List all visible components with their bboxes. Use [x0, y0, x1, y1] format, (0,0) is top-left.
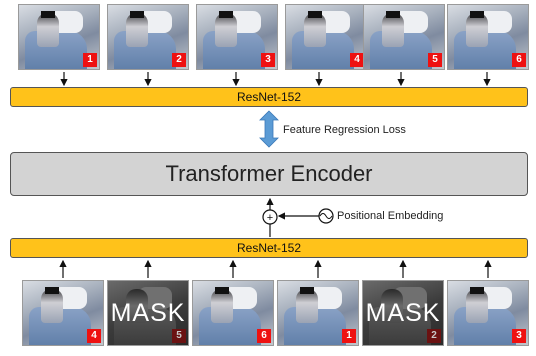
frame-number-badge: 2 [172, 53, 186, 67]
mask-label: MASK [365, 299, 441, 327]
frame-number-badge: 4 [350, 53, 364, 67]
frame-number-badge: 6 [512, 53, 526, 67]
positional-embedding-wave-icon [318, 208, 334, 224]
frame-number-badge: 3 [512, 329, 526, 343]
bottom-frame-6: 3 [447, 280, 529, 346]
frame-number-badge: 5 [172, 329, 186, 343]
bottom-frame-1: 4 [22, 280, 104, 346]
positional-embedding-label: Positional Embedding [337, 210, 444, 222]
top-frame-2: 2 [107, 4, 189, 70]
frame-to-resnet-arrows-bottom [59, 259, 492, 278]
frame-number-badge: 5 [428, 53, 442, 67]
feature-regression-loss-label: Feature Regression Loss [283, 124, 406, 136]
feature-regression-loss-arrow [259, 110, 279, 148]
bottom-resnet-block: ResNet-152 [10, 238, 528, 258]
frame-number-badge: 2 [427, 329, 441, 343]
frame-number-badge: 1 [342, 329, 356, 343]
mask-label: MASK [110, 299, 186, 327]
bottom-frame-4: 1 [277, 280, 359, 346]
frame-to-resnet-arrows-top [60, 72, 491, 87]
frame-number-badge: 1 [83, 53, 97, 67]
top-frame-4: 4 [285, 4, 367, 70]
frame-number-badge: 6 [257, 329, 271, 343]
top-frame-6: 6 [447, 4, 529, 70]
bottom-frame-3: 6 [192, 280, 274, 346]
positional-add-operator: + [267, 212, 273, 224]
top-frame-3: 3 [196, 4, 278, 70]
bottom-frame-2-masked: MASK 5 [107, 280, 189, 346]
bottom-frame-5-masked: MASK 2 [362, 280, 444, 346]
transformer-encoder-block: Transformer Encoder [10, 152, 528, 196]
top-frame-1: 1 [18, 4, 100, 70]
top-resnet-block: ResNet-152 [10, 87, 528, 107]
top-frame-5: 5 [363, 4, 445, 70]
frame-number-badge: 4 [87, 329, 101, 343]
frame-number-badge: 3 [261, 53, 275, 67]
